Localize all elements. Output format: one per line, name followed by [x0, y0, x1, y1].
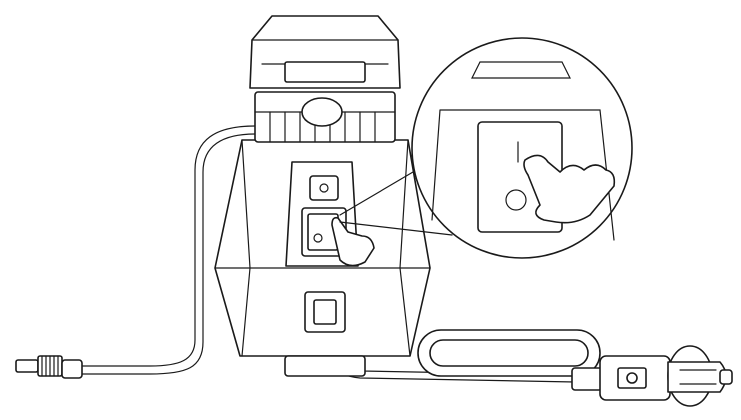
air-hose [81, 125, 256, 375]
outlet-port [304, 291, 346, 333]
zoom-callout [339, 37, 633, 259]
top-lid [249, 15, 401, 89]
light-icon [319, 183, 329, 193]
ribbed-neck [254, 91, 396, 143]
pressing-finger-icon [331, 216, 375, 267]
pressing-finger-icon [523, 154, 616, 224]
hose-connector [15, 355, 83, 379]
car-plug [571, 345, 733, 407]
control-panel [285, 161, 375, 267]
light-button [309, 175, 339, 201]
